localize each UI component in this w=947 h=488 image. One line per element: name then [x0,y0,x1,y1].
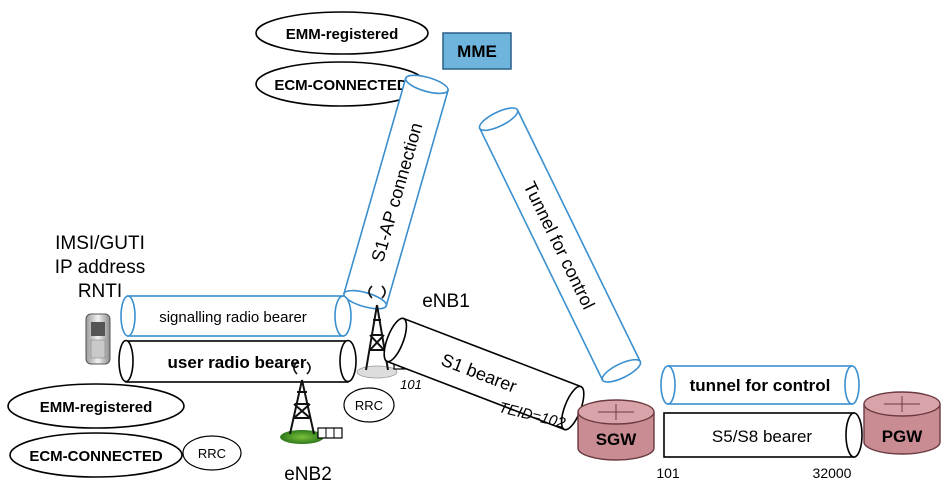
sgw-port-label: 101 [656,465,680,481]
svg-text:PGW: PGW [882,427,924,446]
enb2-tower-icon [280,361,343,444]
enb2-label: eNB2 [284,464,332,485]
pgw-port-label: 32000 [813,465,852,481]
mme-node: MME [442,32,512,70]
ue-rrc-state: RRC [182,435,242,471]
svg-text:signalling radio bearer: signalling radio bearer [159,309,307,326]
ue-ecm-state: ECM-CONNECTED [9,432,183,478]
svg-text:EMM-registered: EMM-registered [286,26,399,43]
svg-text:SGW: SGW [596,430,638,449]
mme-emm-state: EMM-registered [255,11,429,55]
enb1-port-label: 101 [400,377,422,392]
ue-identity-rnti: RNTI [78,281,122,302]
sgw-pgw-control-tunnel: tunnel for control [660,365,860,405]
svg-text:ECM-CONNECTED: ECM-CONNECTED [29,448,162,465]
user-radio-bearer-tube: user radio bearer [118,339,357,383]
ue-identity-ip: IP address [55,257,145,278]
ue-phone-icon [85,313,111,365]
mme-sgw-control-tunnel: Tunnel for control [478,107,642,383]
s1ap-connection-tube: S1-AP connection [342,74,450,310]
enb1-label: eNB1 [422,291,470,312]
svg-text:EMM-registered: EMM-registered [40,399,153,416]
ue-identity-imsi: IMSI/GUTI [55,233,145,254]
svg-text:RRC: RRC [198,446,226,461]
svg-text:tunnel for control: tunnel for control [690,376,831,395]
svg-text:ECM-CONNECTED: ECM-CONNECTED [274,77,407,94]
pgw-node: PGW [863,391,941,455]
svg-text:user radio bearer: user radio bearer [168,353,307,372]
signalling-radio-bearer-tube: signalling radio bearer [120,295,352,337]
svg-text:RRC: RRC [355,398,383,413]
enb1-rrc-state: RRC [343,387,395,423]
svg-text:S5/S8 bearer: S5/S8 bearer [712,427,813,446]
ue-emm-state: EMM-registered [7,383,185,429]
s5s8-bearer-tube: S5/S8 bearer [663,412,863,458]
sgw-node: SGW [577,399,655,461]
svg-text:MME: MME [457,42,497,61]
